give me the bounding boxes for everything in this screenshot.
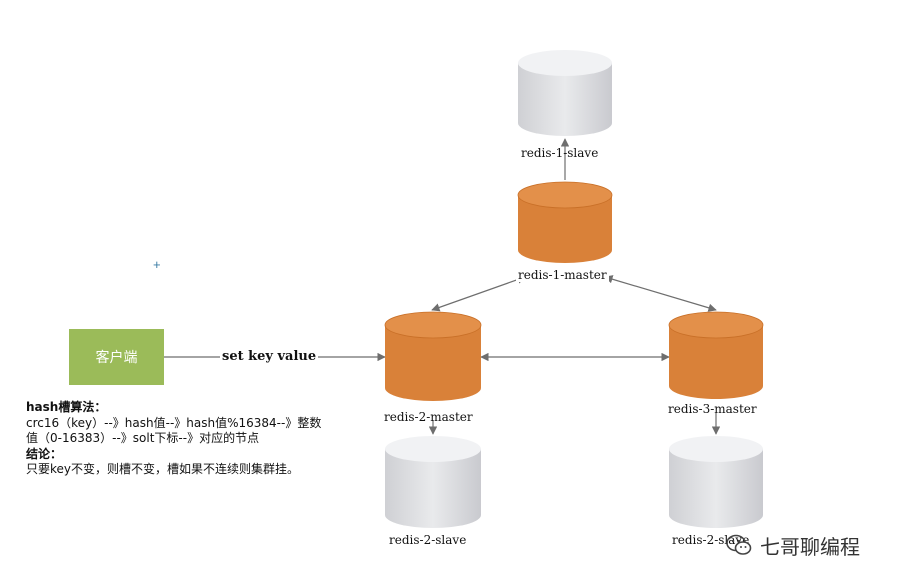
- client-box: 客户端: [69, 329, 164, 385]
- client-label: 客户端: [95, 349, 138, 365]
- label-redis-1-slave: redis-1-slave: [521, 146, 599, 160]
- conclusion-title: 结论：: [26, 446, 63, 461]
- redis-2-master-cylinder: [384, 311, 482, 401]
- hash-algorithm-line-1: crc16（key）--》hash值--》hash值%16384--》整数: [26, 415, 322, 430]
- redis-3-slave-cylinder: [669, 436, 763, 528]
- watermark: 七哥聊编程: [724, 530, 860, 560]
- redis-2-slave-cylinder: [385, 436, 481, 528]
- label-redis-2-slave: redis-2-slave: [389, 533, 467, 547]
- wechat-icon: [726, 534, 752, 555]
- label-redis-2-master: redis-2-master: [384, 410, 473, 424]
- crosshair-marker-icon: +: [153, 257, 161, 272]
- redis-1-slave-cylinder: [518, 50, 612, 136]
- hash-algorithm-line-2: 值（0-16383）--》solt下标--》对应的节点: [26, 431, 260, 445]
- redis-3-master-cylinder: [668, 311, 764, 399]
- redis-1-master-cylinder: [517, 181, 613, 263]
- edge-master1-master3: [604, 275, 717, 312]
- label-redis-3-master: redis-3-master: [668, 402, 757, 416]
- hash-algorithm-title: hash槽算法：: [26, 400, 107, 414]
- notes-block: hash槽算法： crc16（key）--》hash值--》hash值%1638…: [26, 400, 356, 478]
- edge-label-set-key-value: set key value: [220, 349, 319, 364]
- edge-master1-master2: [431, 275, 526, 312]
- watermark-text: 七哥聊编程: [760, 534, 860, 559]
- conclusion-text: 只要key不变，则槽不变，槽如果不连续则集群挂。: [26, 462, 300, 476]
- label-redis-1-master: redis-1-master: [516, 268, 609, 282]
